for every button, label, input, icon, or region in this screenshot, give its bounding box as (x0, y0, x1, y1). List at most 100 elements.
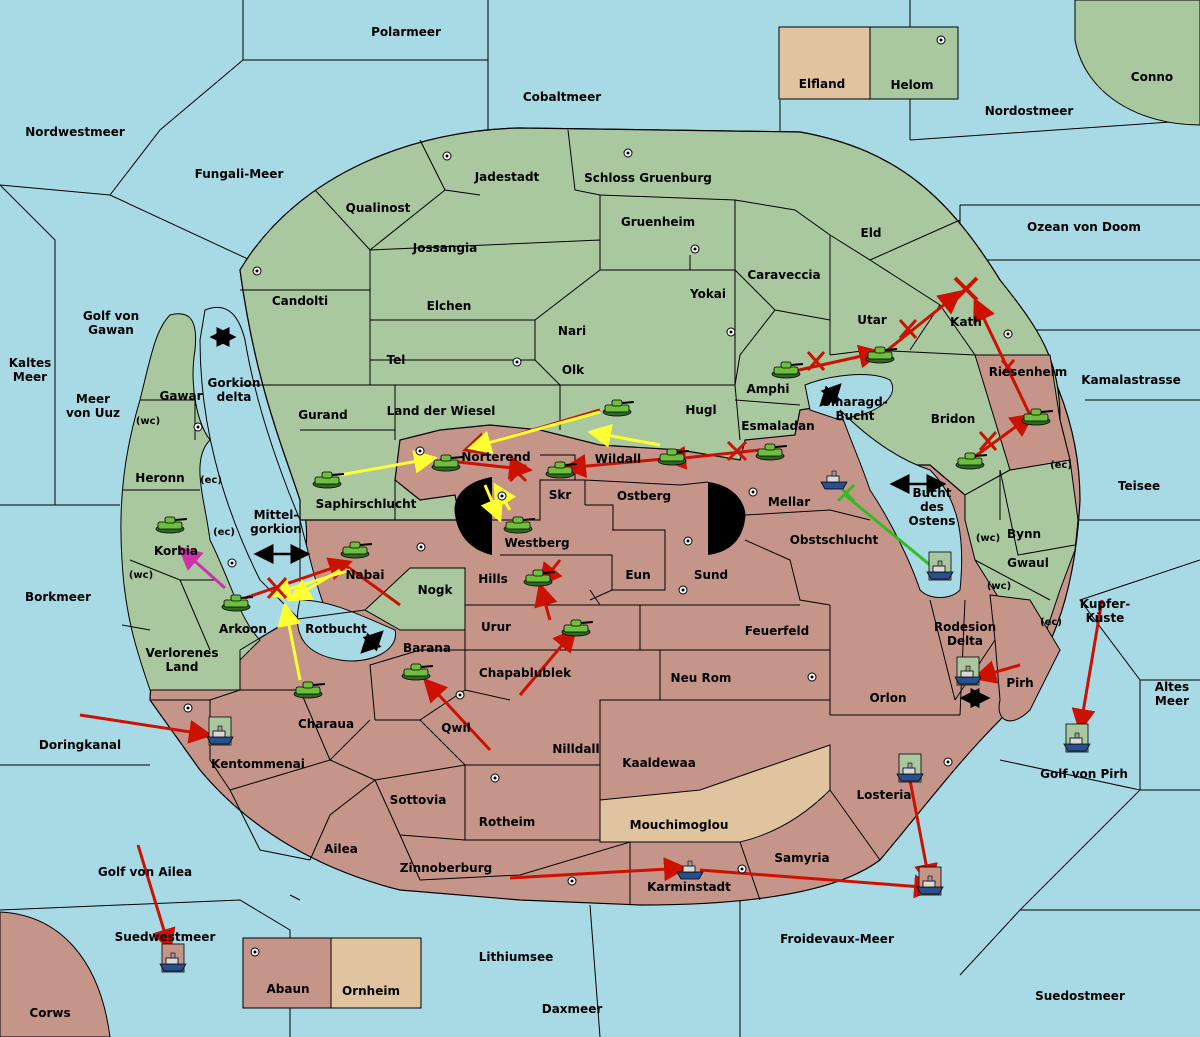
army-unit-icon[interactable] (561, 619, 594, 637)
label-karminstadt: Karminstadt (647, 880, 731, 894)
fleet-unit-icon[interactable] (159, 943, 187, 973)
label-kamalastrasse: Kamalastrasse (1081, 373, 1181, 387)
label-ostberg: Ostberg (617, 489, 671, 503)
supply-center-dot (445, 154, 449, 158)
army-unit-icon[interactable] (155, 516, 188, 534)
label-nari: Nari (558, 324, 586, 338)
label-yokai: Yokai (689, 287, 726, 301)
label-qwil: Qwil (441, 721, 471, 735)
fleet-unit-icon[interactable] (1063, 723, 1091, 753)
region-labels: Polarmeer Cobaltmeer Elfland Helom Conno… (9, 25, 1189, 1020)
army-unit-icon[interactable] (340, 541, 373, 559)
supply-center-dot (751, 490, 755, 494)
region-riesenheim[interactable] (974, 354, 1071, 471)
army-unit-icon[interactable] (865, 346, 898, 364)
army-unit-icon[interactable] (657, 448, 690, 466)
army-unit-icon[interactable] (431, 454, 464, 472)
label-elfland: Elfland (799, 77, 845, 91)
supply-center-dot (493, 776, 497, 780)
label-ozean-von-doom: Ozean von Doom (1027, 220, 1141, 234)
label-amphi: Amphi (746, 382, 789, 396)
region-ornheim[interactable] (330, 937, 422, 1009)
fleet-unit-icon[interactable] (954, 656, 982, 686)
label-kath: Kath (950, 315, 982, 329)
label-zinnoberburg: Zinnoberburg (400, 861, 492, 875)
label-samyria: Samyria (774, 851, 829, 865)
label-orlon: Orlon (869, 691, 906, 705)
supply-center-dot (939, 38, 943, 42)
coast-bynn-ec: (ec) (1050, 460, 1072, 471)
coast-gwaul-wc: (wc) (987, 581, 1011, 592)
fleet-unit-icon[interactable] (820, 470, 848, 490)
army-unit-icon[interactable] (955, 452, 988, 470)
label-gawar: Gawar (159, 389, 202, 403)
supply-center-dot (515, 360, 519, 364)
fleet-unit-icon[interactable] (896, 753, 924, 783)
label-elchen: Elchen (427, 299, 472, 313)
label-nogk: Nogk (418, 583, 454, 597)
label-ornheim: Ornheim (342, 984, 400, 998)
label-schloss-gruenburg: Schloss Gruenburg (584, 171, 712, 185)
supply-center-dot (419, 545, 423, 549)
label-suedostmeer: Suedostmeer (1035, 989, 1125, 1003)
label-gwaul: Gwaul (1007, 556, 1049, 570)
supply-center-dot (1006, 332, 1010, 336)
supply-center-dot (693, 247, 697, 251)
label-lithiumsee: Lithiumsee (479, 950, 554, 964)
army-unit-icon[interactable] (771, 361, 804, 379)
supply-center-dot (626, 151, 630, 155)
region-corws[interactable] (0, 911, 111, 1037)
label-gruenheim: Gruenheim (621, 215, 695, 229)
label-suedwestmeer: Suedwestmeer (115, 930, 216, 944)
army-unit-icon[interactable] (293, 681, 326, 699)
label-teisee: Teisee (1118, 479, 1160, 493)
label-hills: Hills (478, 572, 508, 586)
region-conno[interactable] (1074, 0, 1200, 126)
fleet-unit-icon[interactable] (676, 860, 704, 880)
label-sund: Sund (694, 568, 728, 582)
army-unit-icon[interactable] (755, 443, 788, 461)
region-west-peninsula[interactable] (120, 313, 261, 691)
label-rotbucht: Rotbucht (305, 622, 367, 636)
coast-heronn-ec: (ec) (200, 475, 222, 486)
water-gorkion (199, 306, 331, 621)
label-urur: Urur (481, 620, 511, 634)
label-esmaladan: Esmaladan (741, 419, 814, 433)
army-unit-icon[interactable] (602, 399, 635, 417)
region-elfland[interactable] (778, 26, 871, 100)
supply-center-dot (810, 675, 814, 679)
label-chapablublek: Chapablublek (479, 666, 572, 680)
army-unit-icon[interactable] (221, 594, 254, 612)
fleet-unit-icon[interactable] (916, 866, 944, 896)
supply-center-dot (186, 706, 190, 710)
region-pirh[interactable] (989, 594, 1061, 722)
label-conno: Conno (1131, 70, 1173, 84)
army-unit-icon[interactable] (312, 471, 345, 489)
supply-center-dot (500, 494, 504, 498)
label-froidevaux-meer: Froidevaux-Meer (780, 932, 894, 946)
army-unit-icon[interactable] (401, 663, 434, 681)
army-unit-icon[interactable] (545, 461, 578, 479)
army-unit-icon[interactable] (523, 569, 556, 587)
label-charaua: Charaua (298, 717, 354, 731)
label-polarmeer: Polarmeer (371, 25, 441, 39)
label-bynn: Bynn (1007, 527, 1041, 541)
army-unit-icon[interactable] (1021, 408, 1054, 426)
label-nordwestmeer: Nordwestmeer (25, 125, 125, 139)
fleet-unit-icon[interactable] (926, 551, 954, 581)
label-sottovia: Sottovia (390, 793, 447, 807)
coast-korbia-wc: (wc) (129, 570, 153, 581)
label-daxmeer: Daxmeer (542, 1002, 603, 1016)
label-borkmeer: Borkmeer (25, 590, 91, 604)
army-unit-icon[interactable] (503, 516, 536, 534)
label-rotheim: Rotheim (479, 815, 536, 829)
fleet-unit-icon[interactable] (206, 716, 234, 746)
label-korbia: Korbia (154, 544, 198, 558)
label-candolti: Candolti (272, 294, 328, 308)
orders (79, 290, 1104, 953)
